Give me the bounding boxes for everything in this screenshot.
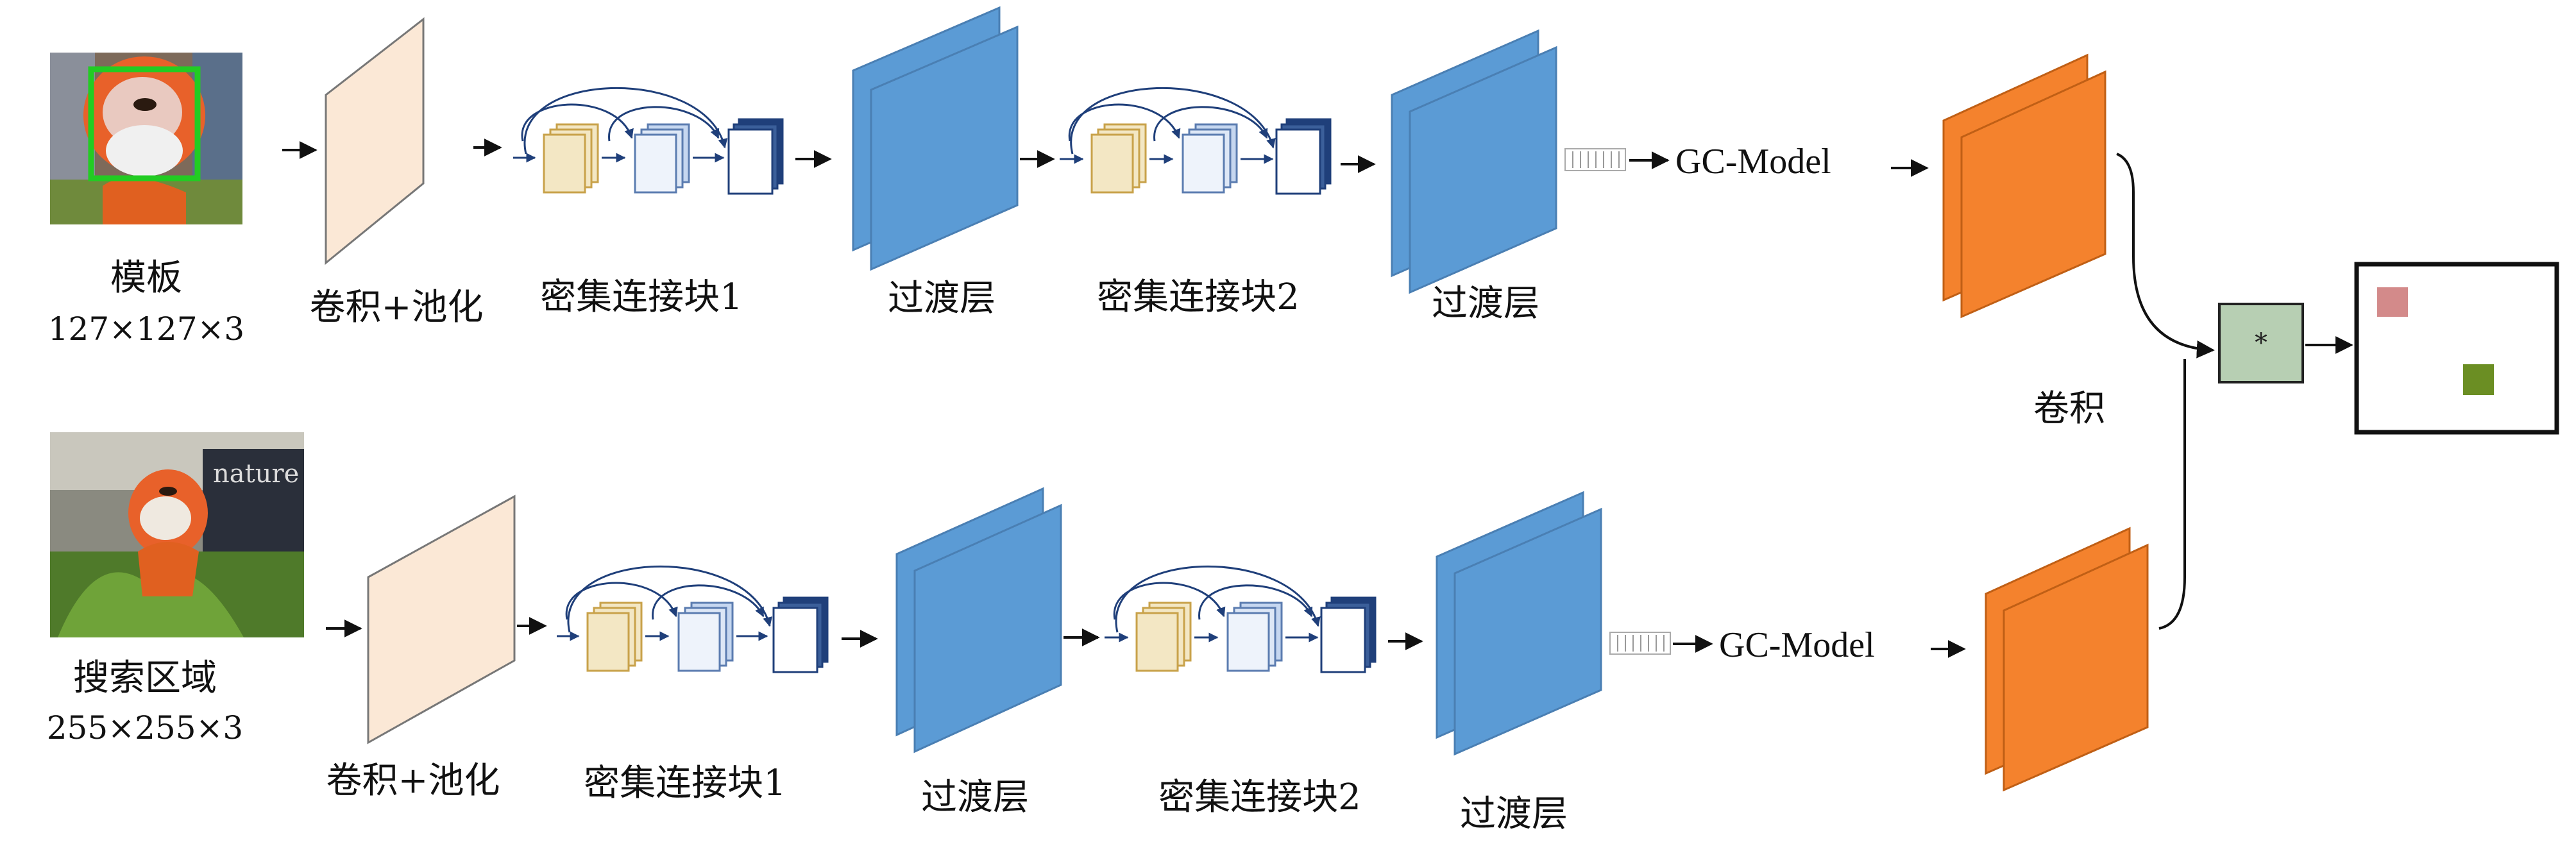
feature-strip xyxy=(1564,148,1626,171)
dense-block-2-label: 密集连接块2 xyxy=(1097,276,1300,318)
xcorr-operator: * xyxy=(2255,328,2267,358)
dense-block-2 xyxy=(1060,87,1332,195)
dense-block-1-label: 密集连接块1 xyxy=(584,762,786,804)
response-peak-green xyxy=(2463,364,2494,395)
svg-text:nature: nature xyxy=(213,459,299,489)
transition-layer-2 xyxy=(1436,491,1602,756)
template-branch: 模板 127×127×3 卷积+池化 密集连接块1 xyxy=(48,6,2106,348)
tracking-box xyxy=(88,66,201,181)
transition-layer-1 xyxy=(895,487,1062,754)
transition-label-1: 过渡层 xyxy=(888,278,996,319)
transition-layer-1 xyxy=(852,6,1019,271)
search-branch: nature 搜索区域 255×255×3 卷积+池化 密集连接块1 xyxy=(47,432,2149,835)
conv-label: 卷积 xyxy=(2033,388,2105,430)
template-size-label: 127×127×3 xyxy=(48,310,244,348)
conv-pool-label: 卷积+池化 xyxy=(326,760,500,802)
dense-block-2 xyxy=(1105,565,1377,673)
correlation-head: 卷积 * xyxy=(2033,153,2559,630)
search-size-label: 255×255×3 xyxy=(47,709,243,746)
template-image xyxy=(50,53,242,224)
template-label: 模板 xyxy=(110,257,182,299)
search-feature-map xyxy=(1985,526,2149,792)
xcorr-box xyxy=(2218,303,2304,383)
gc-model-label-bottom: GC-Model xyxy=(1719,625,1875,665)
search-label: 搜索区域 xyxy=(73,657,217,699)
response-peak-red xyxy=(2377,287,2408,317)
transition-layer-2 xyxy=(1391,29,1557,294)
conv-pool-plane xyxy=(367,494,516,745)
feature-strip xyxy=(1609,632,1671,655)
conv-pool-label: 卷积+池化 xyxy=(310,287,484,328)
dense-block-1-label: 密集连接块1 xyxy=(540,276,743,318)
connector-top xyxy=(2116,153,2215,358)
dense-block-2-label: 密集连接块2 xyxy=(1158,777,1361,818)
dense-block-1 xyxy=(513,87,784,195)
transition-label-1: 过渡层 xyxy=(921,777,1029,818)
gc-model-label-top: GC-Model xyxy=(1675,142,1831,181)
connector-bottom xyxy=(2158,359,2186,630)
transition-label-2: 过渡层 xyxy=(1432,283,1539,324)
transition-label-2: 过渡层 xyxy=(1460,793,1568,835)
template-feature-map xyxy=(1942,53,2106,319)
conv-pool-plane xyxy=(325,17,425,265)
search-image: nature xyxy=(50,432,304,637)
dense-block-1 xyxy=(557,565,829,673)
